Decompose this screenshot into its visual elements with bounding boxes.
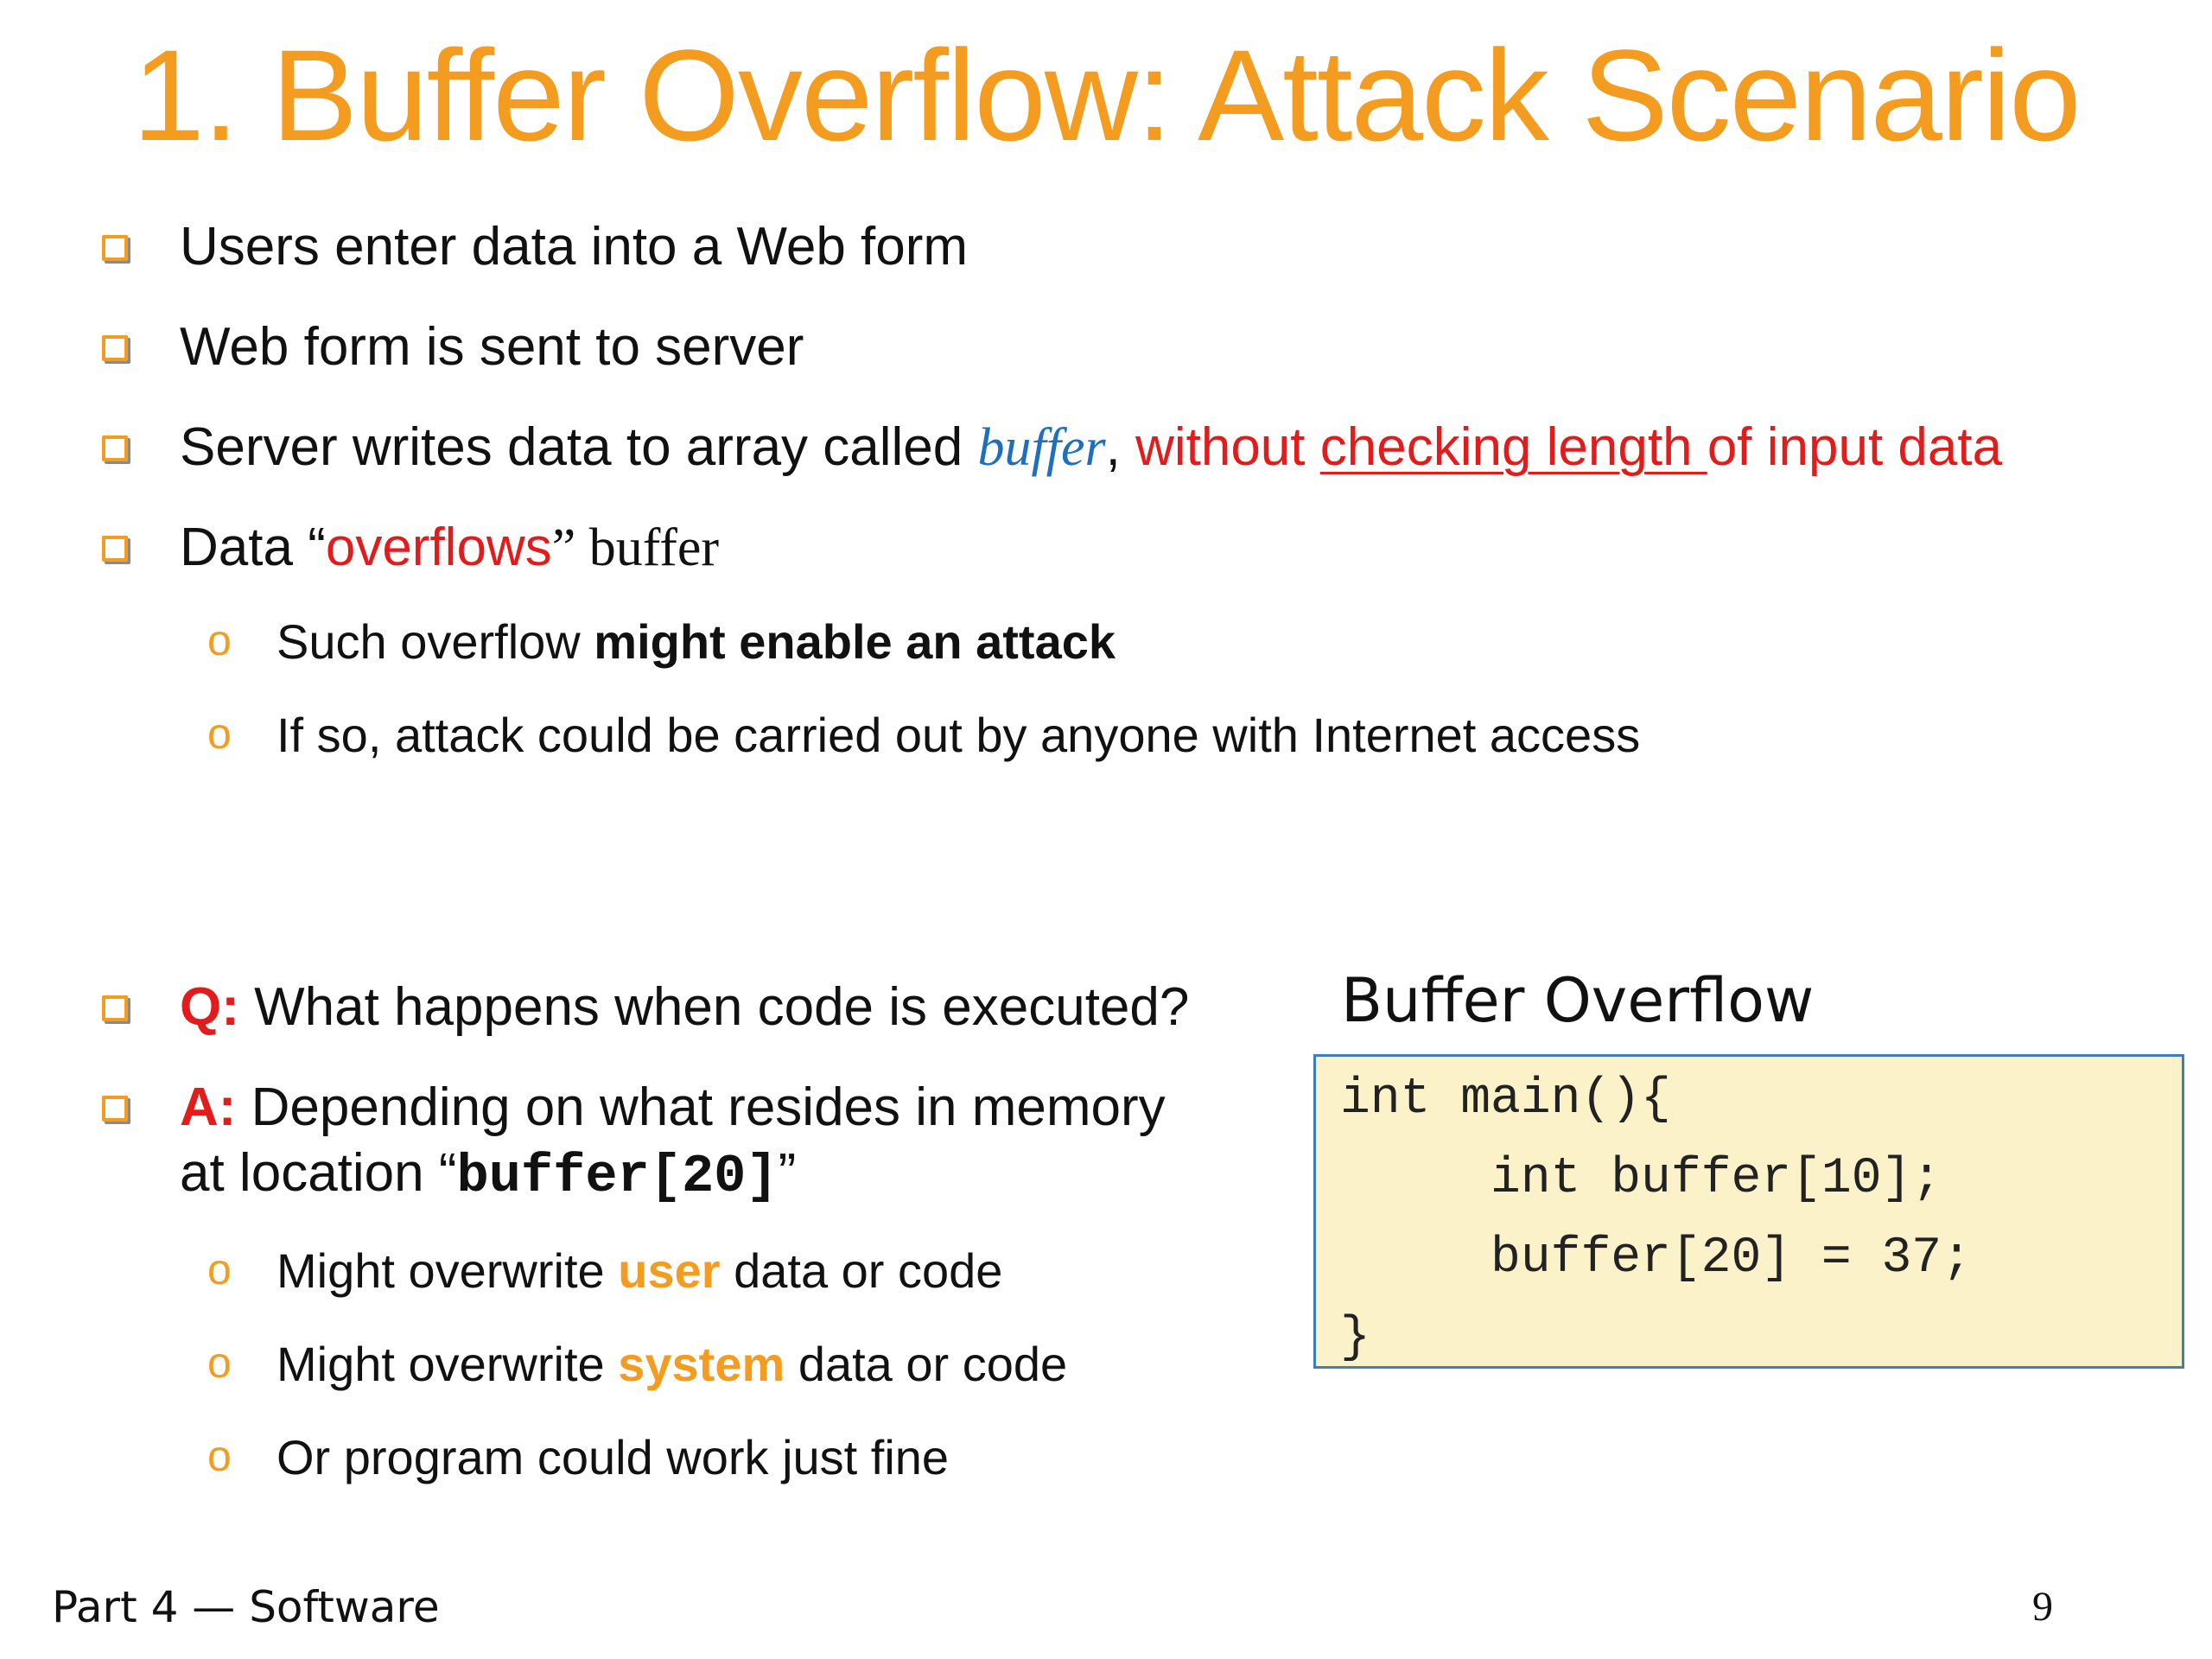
sub-text: Might overwrite bbox=[276, 1243, 619, 1298]
comma: , bbox=[1105, 417, 1136, 477]
bullet-square-icon bbox=[102, 1096, 128, 1122]
bullet-square-icon bbox=[102, 995, 128, 1021]
sub-bullet-user-data: Might overwrite user data or code bbox=[276, 1241, 1002, 1301]
code-caption: Buffer Overflow bbox=[1341, 965, 1815, 1036]
bold-text: might enable an attack bbox=[594, 614, 1116, 669]
bullet-text: ” buffer bbox=[551, 518, 720, 577]
bullet-answer: A: Depending on what resides in memory bbox=[180, 1075, 1166, 1141]
system-term: system bbox=[618, 1337, 785, 1391]
code-line: int main(){ bbox=[1340, 1071, 1671, 1128]
bullet-web-form-sent: Web form is sent to server bbox=[180, 317, 804, 377]
code-block: int main(){ int buffer[10]; buffer[20] =… bbox=[1313, 1054, 2184, 1369]
sub-text: data or code bbox=[785, 1337, 1068, 1391]
bullet-text: Server writes data to array called bbox=[180, 417, 978, 477]
code-term: buffer[20] bbox=[456, 1146, 779, 1207]
buffer-term: buffer bbox=[977, 418, 1106, 477]
bullet-answer-line2: at location “buffer[20]” bbox=[180, 1141, 796, 1210]
bullet-text: Data “ bbox=[180, 518, 326, 577]
code-line: int buffer[10]; bbox=[1340, 1151, 1942, 1207]
sub-bullet-icon: o bbox=[207, 616, 232, 664]
answer-text: Depending on what resides in memory bbox=[236, 1077, 1166, 1137]
bullet-square-icon bbox=[102, 435, 128, 461]
answer-text: ” bbox=[778, 1143, 797, 1203]
overflows-term: overflows bbox=[325, 518, 552, 577]
sub-bullet-icon: o bbox=[207, 1432, 232, 1480]
bullet-square-icon bbox=[102, 235, 128, 261]
red-text: of input data bbox=[1707, 417, 2003, 477]
answer-label: A: bbox=[180, 1077, 237, 1137]
question-label: Q: bbox=[180, 977, 239, 1037]
sub-bullet-icon: o bbox=[207, 709, 232, 758]
page-number: 9 bbox=[2032, 1584, 2053, 1630]
red-text: without bbox=[1135, 417, 1320, 477]
bullet-users-enter-data: Users enter data into a Web form bbox=[180, 217, 969, 276]
bullet-server-writes: Server writes data to array called buffe… bbox=[180, 415, 2002, 480]
sub-bullet-internet-access: If so, attack could be carried out by an… bbox=[276, 708, 1641, 762]
sub-bullet-icon: o bbox=[207, 1245, 232, 1294]
answer-text: at location “ bbox=[180, 1143, 457, 1203]
bullet-data-overflows: Data “overflows” buffer bbox=[180, 515, 719, 581]
question-text: What happens when code is executed? bbox=[238, 977, 1190, 1037]
user-term: user bbox=[618, 1243, 721, 1298]
sub-bullet-icon: o bbox=[207, 1338, 232, 1387]
underlined-red-text: checking length bbox=[1319, 417, 1707, 477]
footer-section-label: Part 4 — Software bbox=[52, 1582, 440, 1632]
sub-text: Such overflow bbox=[276, 614, 594, 669]
sub-bullet-work-fine: Or program could work just fine bbox=[276, 1430, 950, 1484]
sub-text: data or code bbox=[720, 1243, 1003, 1298]
code-line: } bbox=[1340, 1310, 1370, 1366]
sub-bullet-system-data: Might overwrite system data or code bbox=[276, 1334, 1067, 1395]
slide-title: 1. Buffer Overflow: Attack Scenario bbox=[132, 22, 2081, 168]
sub-text: Might overwrite bbox=[276, 1337, 619, 1391]
bullet-question: Q: What happens when code is executed? bbox=[180, 975, 1189, 1040]
code-line: buffer[20] = 37; bbox=[1340, 1230, 1972, 1287]
sub-bullet-enable-attack: Such overflow might enable an attack bbox=[276, 612, 1116, 672]
bullet-square-icon bbox=[102, 536, 128, 562]
bullet-square-icon bbox=[102, 335, 128, 361]
